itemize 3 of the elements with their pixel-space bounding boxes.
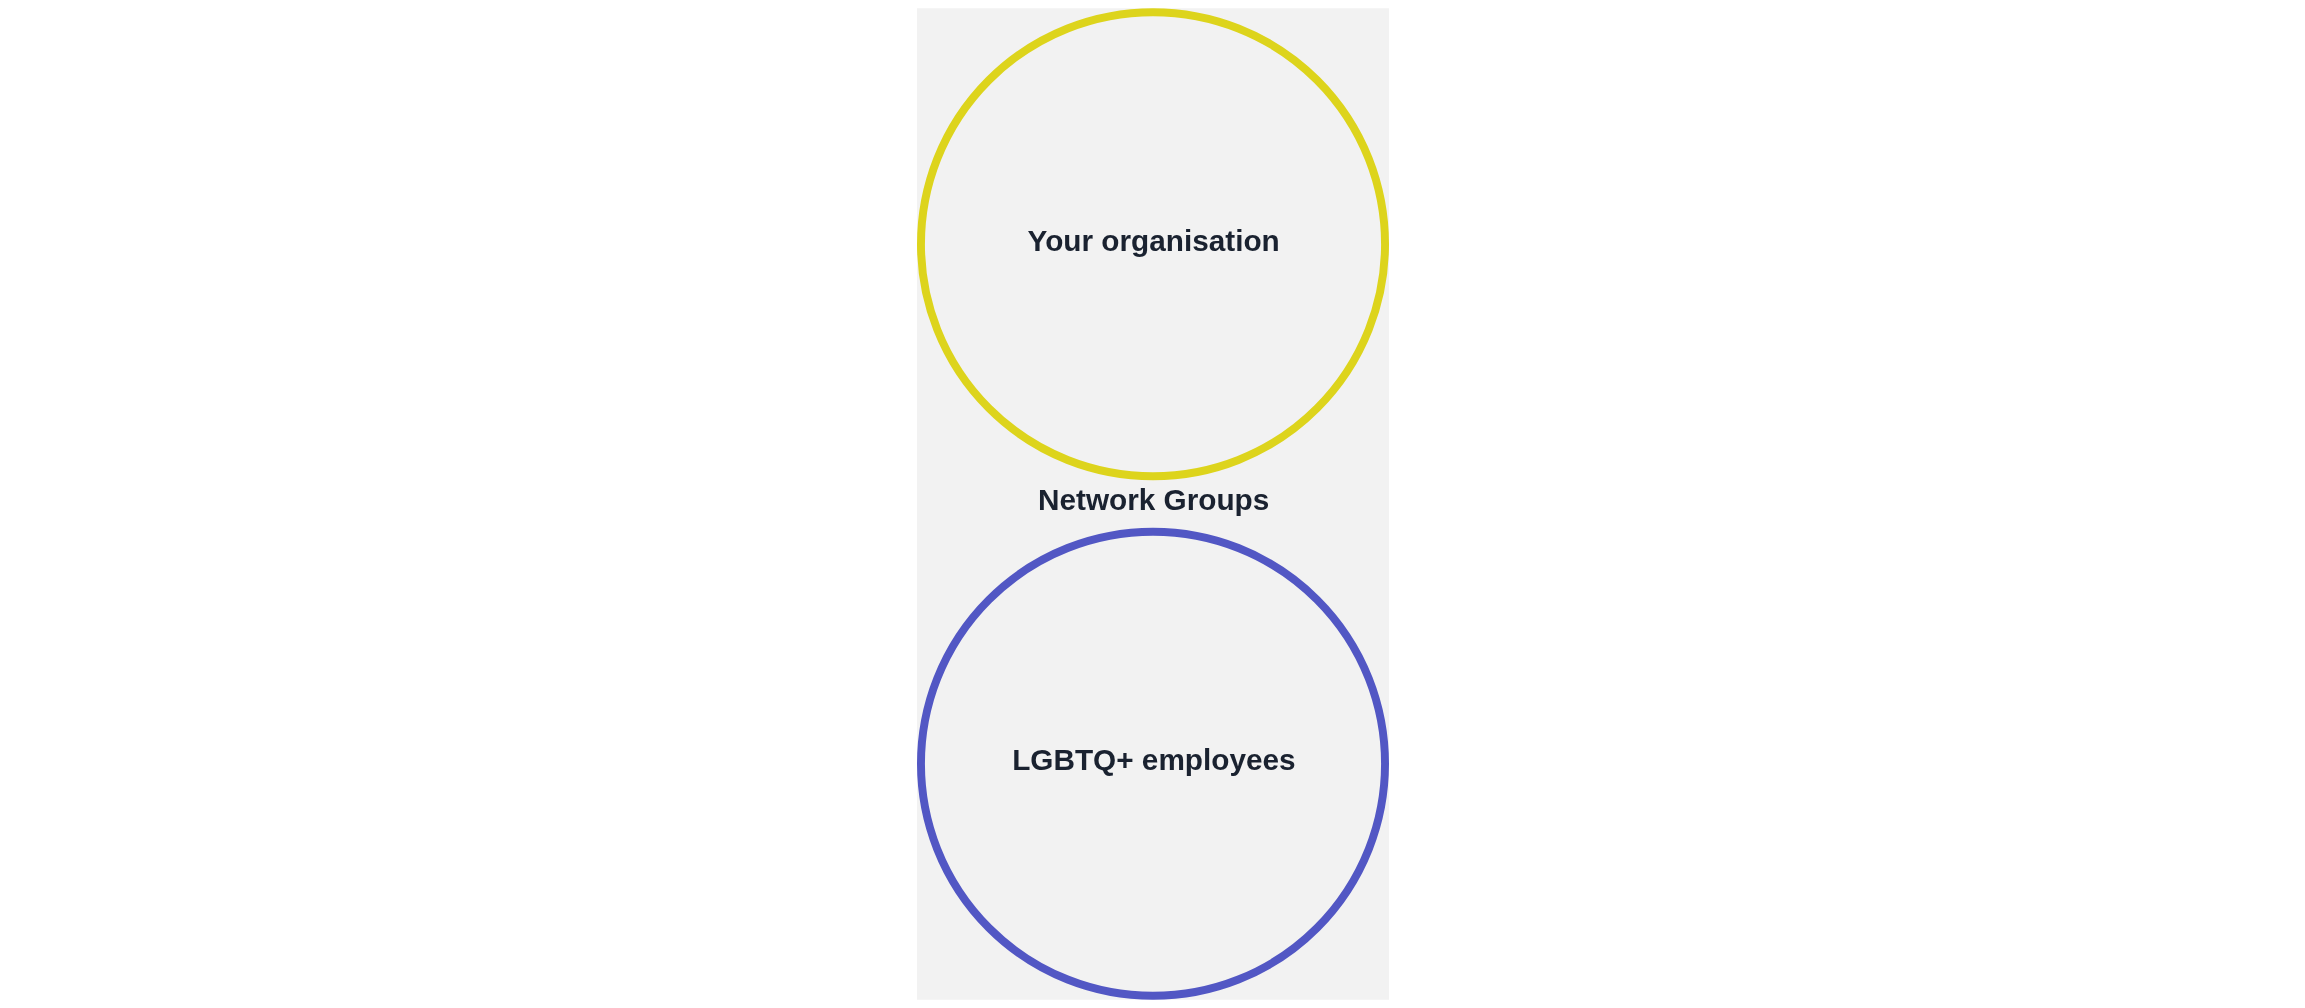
label: Network Groups	[1037, 483, 1269, 517]
node-circle: Your organisation	[916, 8, 1389, 481]
node-circle: LGBTQ+ employees	[916, 527, 1389, 1000]
